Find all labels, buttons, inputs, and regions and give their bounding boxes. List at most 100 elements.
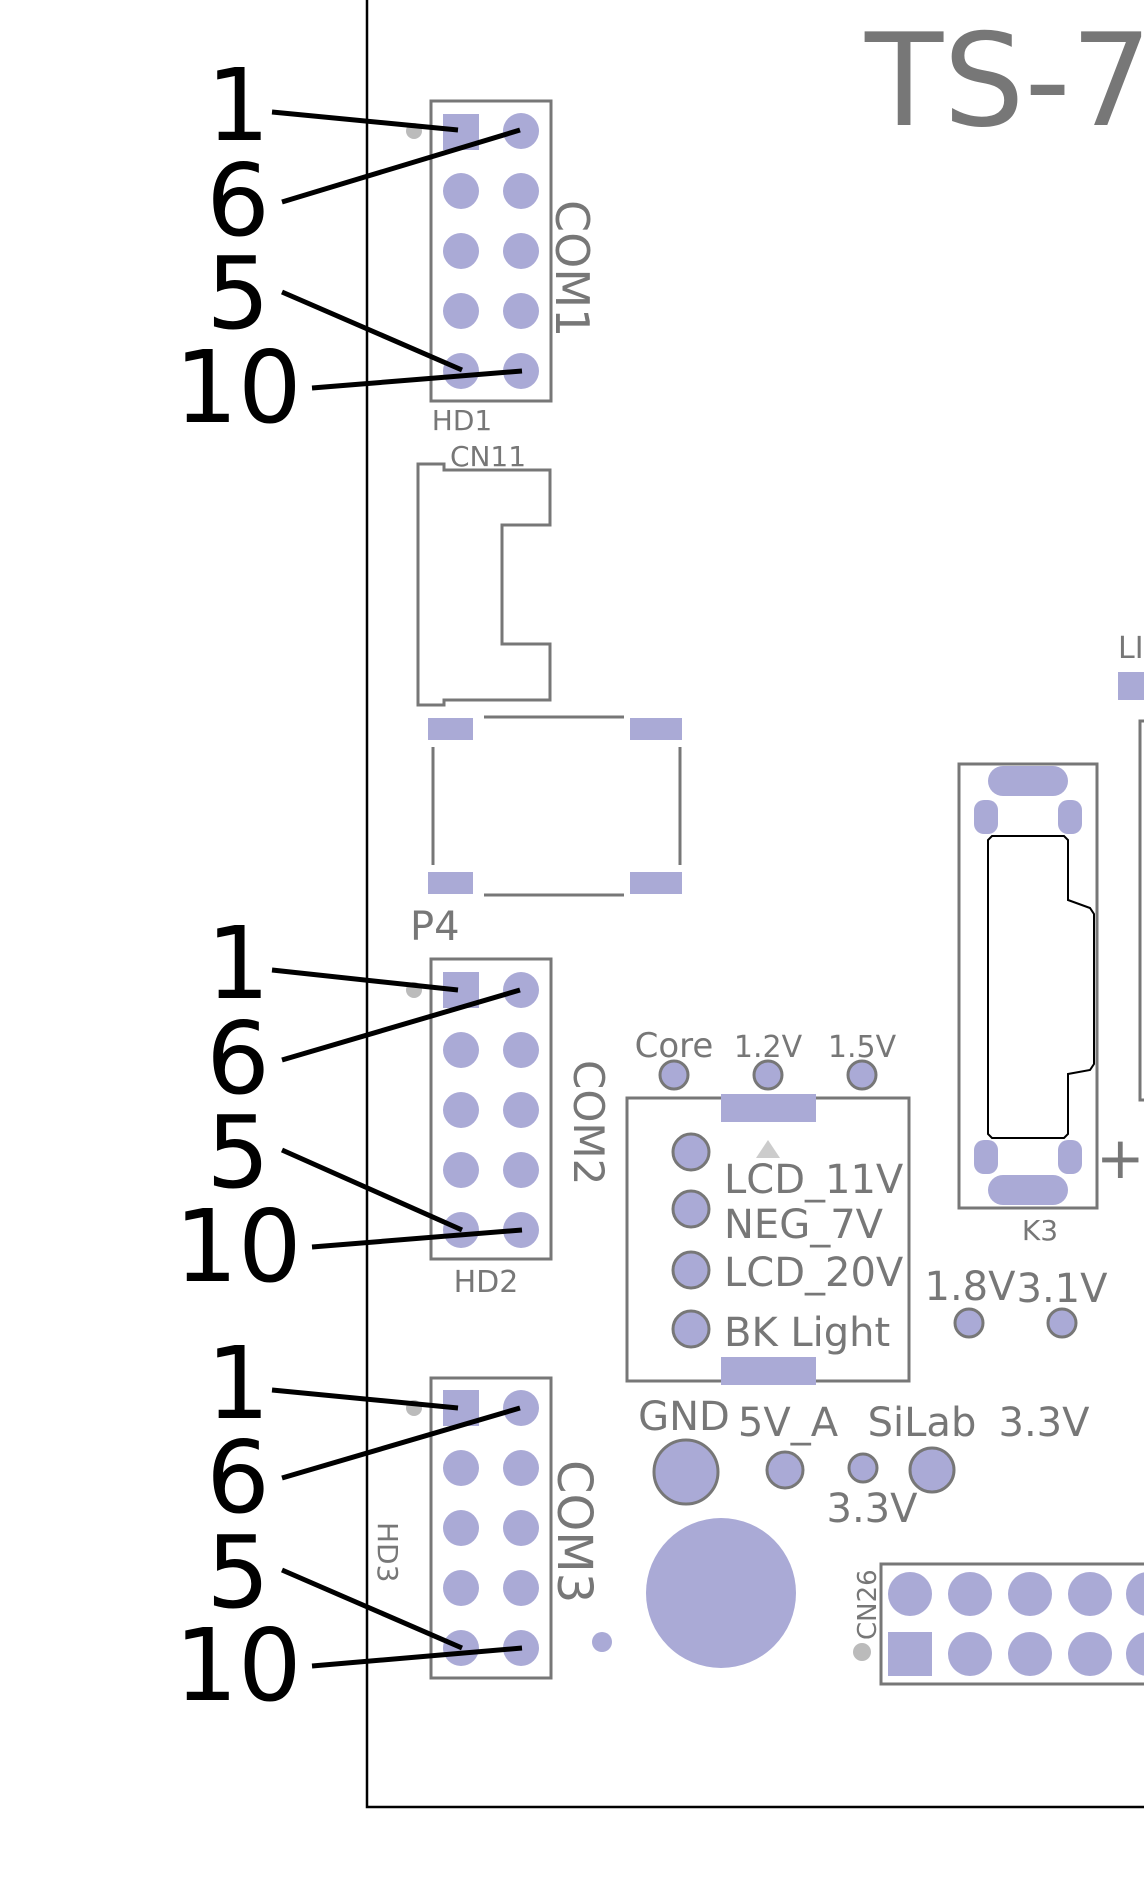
v5a-test-point — [765, 1450, 805, 1490]
p4-pad-br — [630, 872, 682, 894]
cn26-pin-5 — [1008, 1632, 1052, 1676]
k3-pad-tr — [1058, 800, 1082, 834]
board-title: TS-7 — [864, 7, 1144, 156]
k3-pad-bl — [974, 1140, 998, 1174]
lcd-voltage-jumper-block: LCD_11V NEG_7V LCD_20V BK Light — [625, 1094, 911, 1385]
k3-outline — [957, 762, 1099, 1210]
com3-pin-7 — [503, 1450, 539, 1486]
com3-pin-9 — [503, 1570, 539, 1606]
v31-test-point — [1046, 1307, 1078, 1339]
com1-leader-6 — [281, 127, 521, 205]
jumper-arrow-icon — [756, 1140, 780, 1158]
voltage-test-points-top: Core 1.2V 1.5V — [635, 1026, 897, 1091]
com2-leader-10 — [311, 1227, 523, 1250]
com1-label: COM1 — [545, 200, 599, 337]
core-label: Core — [635, 1026, 714, 1066]
k3-body — [987, 835, 1095, 1139]
p4-pad-tl — [428, 718, 473, 740]
com3-pin-8 — [503, 1510, 539, 1546]
right-edge-outline — [1138, 719, 1144, 1102]
core-test-point — [658, 1059, 690, 1091]
gnd-label: GND — [638, 1394, 730, 1440]
com2-pin-4 — [443, 1152, 479, 1188]
v12-test-point — [752, 1059, 784, 1091]
com3-pin-2 — [443, 1450, 479, 1486]
k3-pad-br — [1058, 1140, 1082, 1174]
hd3-label: HD3 — [371, 1522, 404, 1582]
com2-leader-1 — [271, 967, 459, 993]
v31-label: 3.1V — [1017, 1266, 1109, 1312]
jumper-option-lcd11v: LCD_11V — [724, 1157, 904, 1203]
voltage-test-points-mid: 1.8V 3.1V — [925, 1264, 1109, 1339]
board-outline — [365, 0, 1144, 1809]
com1-header: COM1 HD1 — [406, 99, 599, 437]
com1-callout-5: 5 — [206, 235, 270, 352]
jumper-pad-bottom — [721, 1357, 816, 1385]
silab-test-point — [908, 1446, 956, 1494]
com2-leader-6 — [281, 987, 521, 1063]
hd1-label: HD1 — [432, 404, 492, 437]
com1-pin-6 — [503, 113, 539, 149]
k3-pad-tl — [974, 800, 998, 834]
v5a-label: 5V_A — [738, 1400, 839, 1446]
com3-pin-4 — [443, 1570, 479, 1606]
k3-pad-bottom — [988, 1175, 1068, 1205]
k3-switch: K3 — [957, 762, 1099, 1247]
com1-leader-10 — [311, 368, 523, 391]
jumper-pad-top — [721, 1094, 816, 1122]
cn11-connector: CN11 — [416, 440, 552, 707]
com1-callout-1: 1 — [206, 47, 270, 164]
com3-callouts: 1 6 5 10 — [174, 1325, 523, 1724]
cn26-pin-7 — [1068, 1632, 1112, 1676]
cn26-label: CN26 — [853, 1569, 883, 1640]
jumper-pin-4 — [671, 1309, 711, 1349]
com1-leader-5 — [281, 289, 463, 373]
com3-leader-5 — [281, 1567, 463, 1651]
k3-label: K3 — [1022, 1214, 1058, 1247]
com3-outline — [429, 1376, 553, 1680]
com3-callout-1: 1 — [206, 1325, 270, 1442]
li-label: LI — [1118, 631, 1144, 666]
com2-leader-5 — [280, 1147, 464, 1233]
com2-callout-10: 10 — [174, 1188, 301, 1305]
com2-pin-7 — [503, 1032, 539, 1068]
com1-pin-4 — [443, 293, 479, 329]
v12-label: 1.2V — [734, 1030, 803, 1065]
jumper-pin-2 — [671, 1189, 711, 1229]
polarity-plus: + — [1096, 1124, 1144, 1192]
com2-label: COM2 — [564, 1060, 613, 1185]
com3-label: COM3 — [546, 1460, 602, 1603]
com1-pin-9 — [503, 293, 539, 329]
cn26-pin-3 — [948, 1632, 992, 1676]
cn26-pin-2 — [888, 1572, 932, 1616]
com1-pin-8 — [503, 233, 539, 269]
com2-pin-8 — [503, 1092, 539, 1128]
cn26-pin1-marker — [853, 1643, 871, 1661]
mounting-hole-pad — [646, 1518, 796, 1668]
cn26-pin-8 — [1068, 1572, 1112, 1616]
v33-label-bottom: 3.3V — [827, 1486, 919, 1532]
com3-leader-10 — [311, 1645, 523, 1669]
cn26-pin-1 — [888, 1632, 932, 1676]
com3-callout-6: 6 — [206, 1419, 270, 1536]
p4-connector: P4 — [410, 715, 682, 950]
com3-header: COM3 HD3 — [371, 1376, 612, 1680]
com1-callouts: 1 6 5 10 — [174, 47, 523, 446]
com2-callouts: 1 6 5 10 — [174, 905, 523, 1305]
com2-callout-5: 5 — [206, 1094, 270, 1211]
cn26-pin-6 — [1008, 1572, 1052, 1616]
gnd-test-point — [652, 1438, 720, 1506]
p4-label: P4 — [410, 904, 460, 950]
com3-via — [592, 1632, 612, 1652]
cn26-pin-9 — [1126, 1632, 1144, 1676]
cn26-pin-4 — [948, 1572, 992, 1616]
com1-leader-1 — [271, 109, 459, 133]
com2-header: COM2 HD2 — [406, 957, 613, 1300]
com2-pin-9 — [503, 1152, 539, 1188]
com1-pin-2 — [443, 173, 479, 209]
v18-test-point — [953, 1307, 985, 1339]
jumper-option-neg7v: NEG_7V — [724, 1202, 884, 1248]
com2-pin-2 — [443, 1032, 479, 1068]
p4-pad-bl — [428, 872, 473, 894]
